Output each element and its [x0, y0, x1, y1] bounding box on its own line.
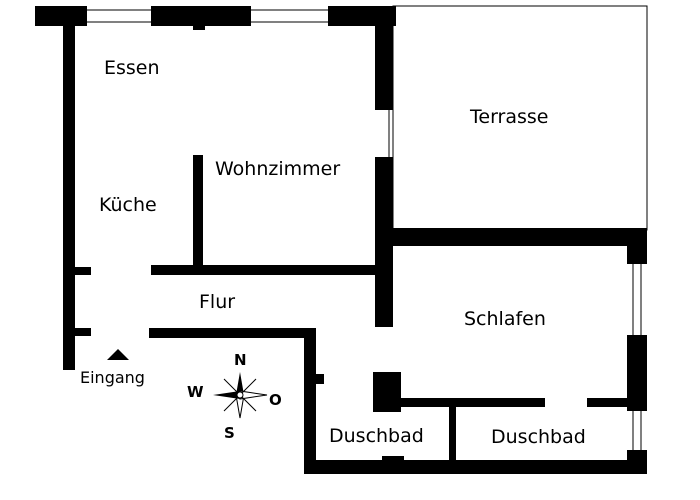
room-label-essen: Essen — [104, 57, 160, 79]
compass-north-label: N — [234, 351, 247, 369]
room-label-duschbad-right: Duschbad — [491, 426, 586, 448]
room-label-flur: Flur — [199, 291, 235, 313]
room-label-schlafen: Schlafen — [464, 308, 546, 330]
walls — [35, 6, 647, 474]
windows — [87, 9, 642, 450]
compass-east-label: O — [269, 391, 282, 409]
terrace-outline — [392, 5, 648, 231]
compass-south-label: S — [224, 424, 235, 442]
compass-west-label: W — [187, 383, 204, 401]
room-label-kueche: Küche — [99, 194, 157, 216]
room-label-duschbad-left: Duschbad — [329, 425, 424, 447]
room-label-wohnzimmer: Wohnzimmer — [215, 158, 340, 180]
entrance-arrow-icon — [107, 349, 129, 360]
entrance-label: Eingang — [80, 368, 145, 387]
room-label-terrasse: Terrasse — [469, 106, 549, 128]
compass-rose-icon — [213, 372, 268, 419]
